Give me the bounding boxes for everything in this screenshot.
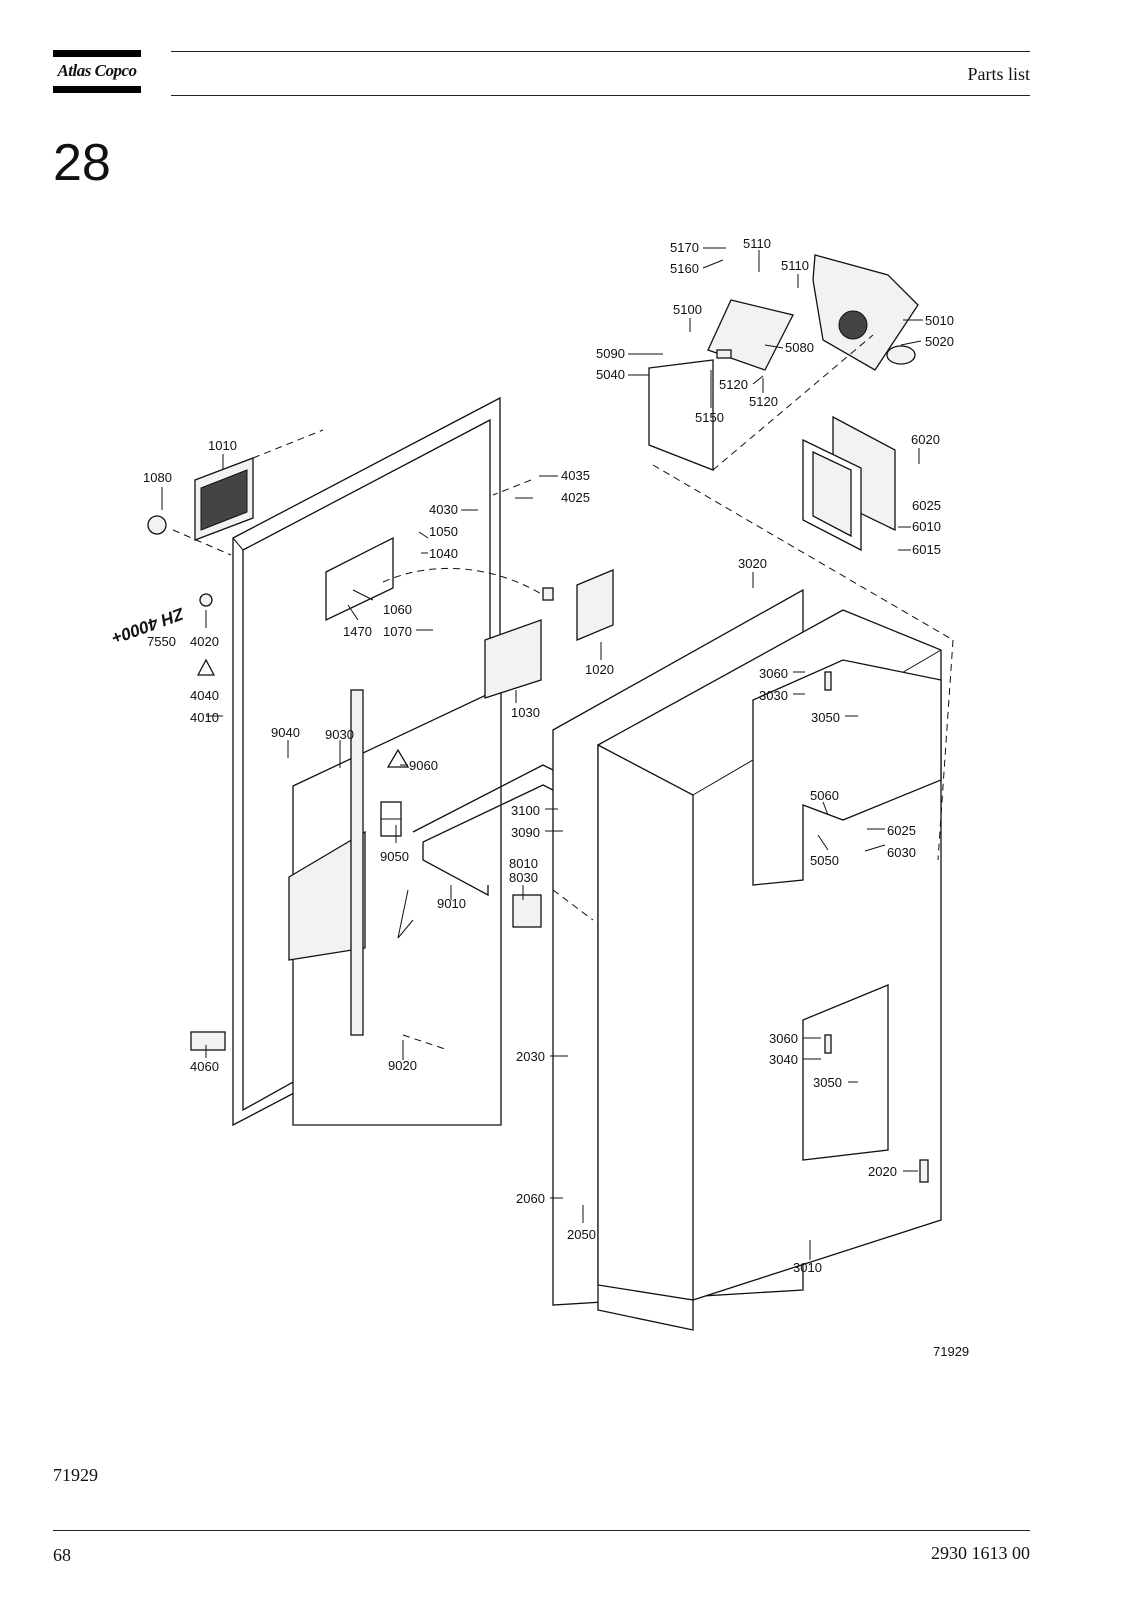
header-title: Parts list — [967, 64, 1030, 84]
page-number: 68 — [53, 1545, 71, 1565]
logo-bar-bottom — [53, 86, 141, 93]
callout-label: 3100 — [511, 803, 540, 818]
callout-label: 9040 — [271, 725, 300, 740]
callout-label: 1020 — [585, 662, 614, 677]
callout-label: 5120 — [749, 394, 778, 409]
callout-label: 9030 — [325, 727, 354, 742]
callout-label: 5020 — [925, 334, 954, 349]
callout-label: 4025 — [561, 490, 590, 505]
callout-label: 5110 — [781, 258, 809, 273]
callout-label: 3050 — [811, 710, 840, 725]
callout-label: 8030 — [509, 870, 538, 885]
header-rule-bottom — [171, 95, 1030, 96]
logo-wordmark: Atlas Copco — [57, 61, 137, 80]
callout-label: 4035 — [561, 468, 590, 483]
callout-label: 6015 — [912, 542, 941, 557]
callout-label: 3030 — [759, 688, 788, 703]
drawing-linework — [147, 254, 954, 1331]
callout-label: 9050 — [380, 849, 409, 864]
document-number: 2930 1613 00 — [931, 1543, 1030, 1563]
callout-label: 2050 — [567, 1227, 596, 1242]
section-number: 28 — [53, 134, 111, 192]
callout-label: 5060 — [810, 788, 839, 803]
drawing-number: 71929 — [933, 1344, 969, 1359]
callout-label: 5080 — [785, 340, 814, 355]
callout-label: 5150 — [695, 410, 724, 425]
callout-label: 1080 — [143, 470, 172, 485]
callout-label: 9010 — [437, 896, 466, 911]
callout-label: 6020 — [911, 432, 940, 447]
callout-label: 3010 — [793, 1260, 822, 1275]
callout-label: 7550 — [147, 634, 176, 649]
callout-label: 5110 — [743, 236, 771, 251]
atlas-copco-logo: Atlas Copco — [53, 50, 141, 94]
callout-label: 1050 — [429, 524, 458, 539]
footer-rule — [53, 1530, 1030, 1531]
callout-label: 5090 — [596, 346, 625, 361]
callout-label: 8010 — [509, 856, 538, 871]
callout-label: 4010 — [190, 710, 219, 725]
callout-label: 3060 — [769, 1031, 798, 1046]
callout-label: 5040 — [596, 367, 625, 382]
callout-label: 4020 — [190, 634, 219, 649]
callout-label: 5160 — [670, 261, 699, 276]
exploded-parts-drawing: 5170 5110 5160 5110 5100 5010 5090 5020 … — [109, 236, 969, 1359]
callout-label: 6025 — [887, 823, 916, 838]
callout-label: 6010 — [912, 519, 941, 534]
callout-label: 3050 — [813, 1075, 842, 1090]
callout-label: 4060 — [190, 1059, 219, 1074]
callout-label: 5170 — [670, 240, 699, 255]
callout-label: 2060 — [516, 1191, 545, 1206]
callout-label: 5050 — [810, 853, 839, 868]
callout-label: 4030 — [429, 502, 458, 517]
callout-label: 5100 — [673, 302, 702, 317]
logo-bar-top — [53, 50, 141, 57]
header-rule-top — [171, 51, 1030, 52]
callout-label: 1040 — [429, 546, 458, 561]
callout-label: 4040 — [190, 688, 219, 703]
callout-label: 1470 — [343, 624, 372, 639]
callout-label: 1030 — [511, 705, 540, 720]
callout-label: 3060 — [759, 666, 788, 681]
callout-labels: 5170 5110 5160 5110 5100 5010 5090 5020 … — [143, 236, 954, 1275]
callout-label: 5010 — [925, 313, 954, 328]
callout-label: 9060 — [409, 758, 438, 773]
callout-label: 1010 — [208, 438, 237, 453]
callout-label: 1060 — [383, 602, 412, 617]
callout-label: 6025 — [912, 498, 941, 513]
callout-label: 3090 — [511, 825, 540, 840]
callout-label: 3020 — [738, 556, 767, 571]
callout-label: 6030 — [887, 845, 916, 860]
callout-label: 1070 — [383, 624, 412, 639]
figure-caption: 71929 — [53, 1465, 98, 1485]
callout-leaders — [161, 247, 923, 1260]
callout-label: 2030 — [516, 1049, 545, 1064]
callout-label: 9020 — [388, 1058, 417, 1073]
callout-label: 3040 — [769, 1052, 798, 1067]
callout-label: 5120 — [719, 377, 748, 392]
callout-label: 2020 — [868, 1164, 897, 1179]
